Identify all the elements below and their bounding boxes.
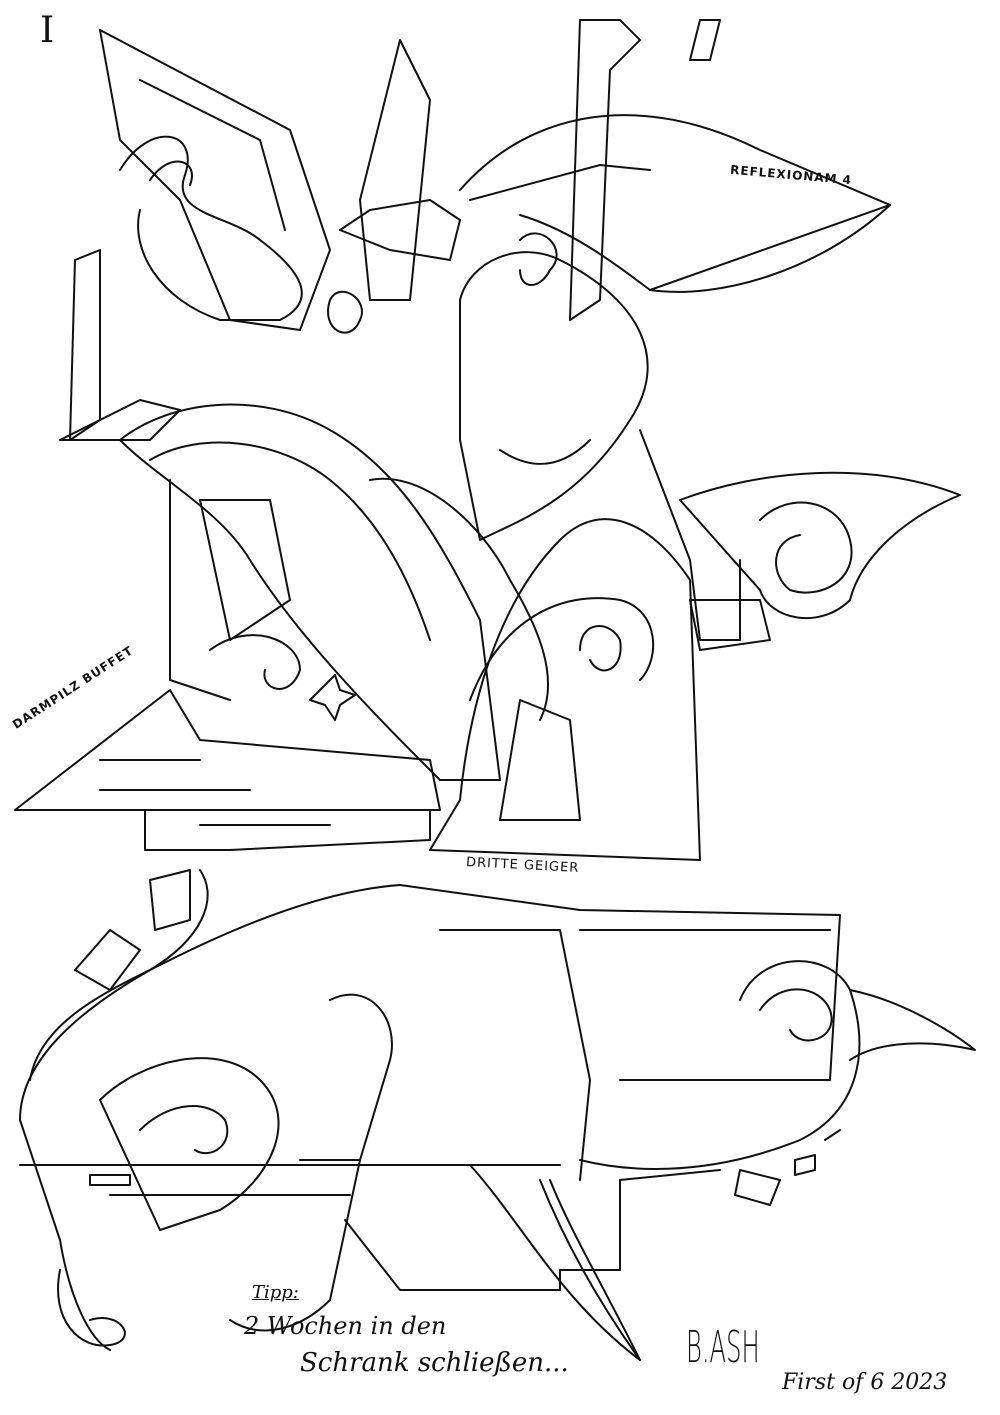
top-letter-block xyxy=(59,19,891,541)
series-note: First of 6 2023 xyxy=(782,1370,948,1395)
signature: B.ASH xyxy=(686,1322,760,1373)
middle-letter-block xyxy=(14,403,961,861)
tip-line-2: Schrank schließen... xyxy=(300,1348,569,1378)
page-number: I xyxy=(40,10,55,51)
tip-line-1: 2 Wochen in den xyxy=(244,1312,447,1340)
bottom-letter-block xyxy=(19,869,976,1361)
tip-heading: Tipp: xyxy=(252,1282,299,1303)
